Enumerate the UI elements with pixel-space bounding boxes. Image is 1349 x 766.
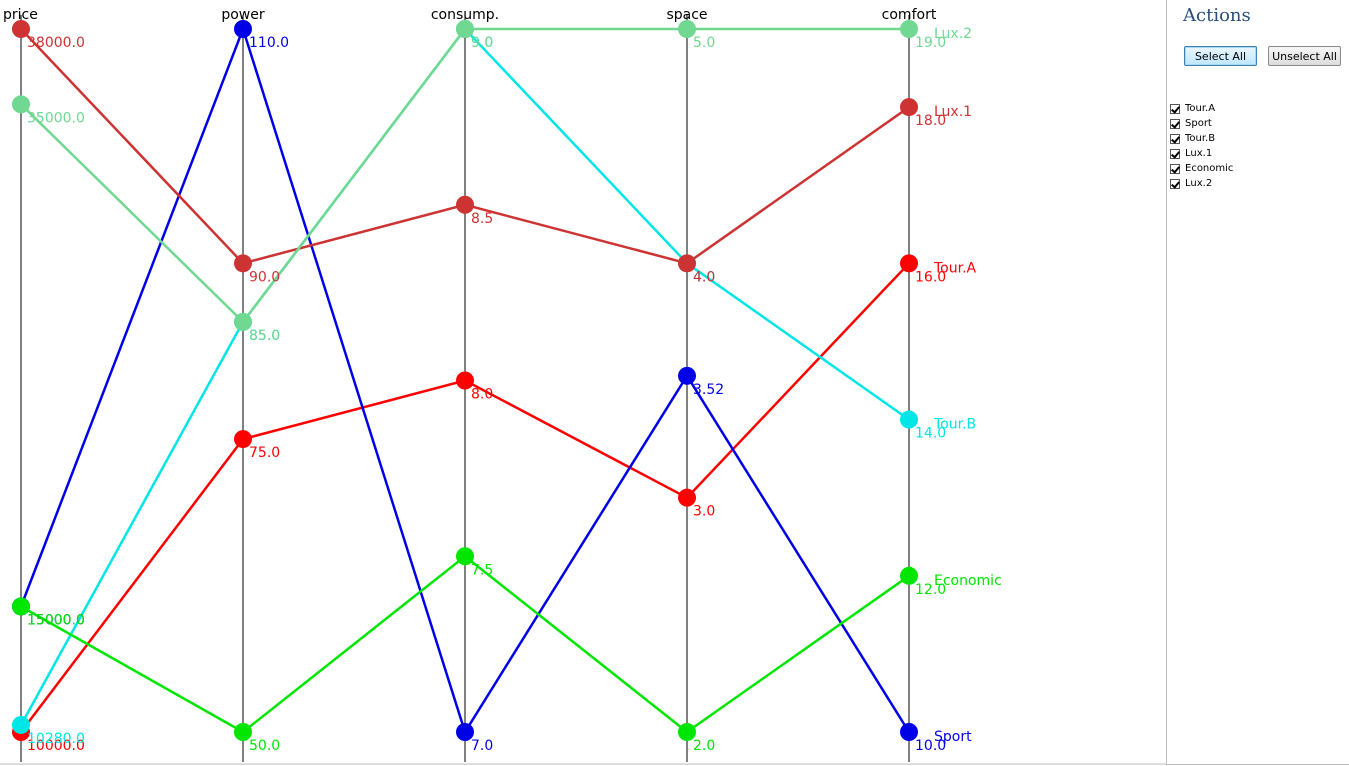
data-point-tour-a-consump[interactable] xyxy=(456,371,474,390)
data-point-lux-2-consump[interactable] xyxy=(456,20,474,38)
value-label-lux-1-consump: 8.5 xyxy=(471,211,493,227)
data-point-lux-1-power[interactable] xyxy=(234,254,252,273)
axis-title-power: power xyxy=(221,7,265,23)
data-point-lux-1-comfort[interactable] xyxy=(900,98,918,117)
series-name-label-economic: Economic xyxy=(934,573,1002,589)
value-label-economic-consump: 7.5 xyxy=(471,562,493,578)
series-toggle-tour-b[interactable]: Tour.B xyxy=(1170,131,1233,146)
axis-title-consump: consump. xyxy=(431,7,499,23)
data-point-sport-comfort[interactable] xyxy=(900,723,918,741)
data-point-tour-b-price[interactable] xyxy=(12,715,30,734)
value-label-sport-power: 110.0 xyxy=(249,35,289,51)
checkbox-checked-icon[interactable] xyxy=(1170,118,1180,129)
data-point-economic-price[interactable] xyxy=(12,597,30,616)
value-label-lux-2-consump: 9.0 xyxy=(471,35,493,51)
series-toggle-lux-1[interactable]: Lux.1 xyxy=(1170,146,1233,161)
series-toggle-label: Sport xyxy=(1185,118,1212,129)
value-label-lux-2-comfort: 19.0 xyxy=(915,35,946,51)
data-point-sport-consump[interactable] xyxy=(456,723,474,741)
checkbox-checked-icon[interactable] xyxy=(1170,148,1180,159)
data-point-economic-power[interactable] xyxy=(234,723,252,741)
series-toggle-sport[interactable]: Sport xyxy=(1170,116,1233,131)
actions-panel: Actions Select All Unselect All Tour.A S… xyxy=(1166,0,1349,765)
value-label-sport-price: 15000.0 xyxy=(27,612,85,628)
value-label-tour-a-price: 10000.0 xyxy=(27,738,85,754)
data-point-economic-consump[interactable] xyxy=(456,547,474,566)
data-point-tour-a-power[interactable] xyxy=(234,430,252,449)
value-label-sport-comfort: 10.0 xyxy=(915,738,946,754)
value-label-lux-2-power: 85.0 xyxy=(249,328,280,344)
checkbox-checked-icon[interactable] xyxy=(1170,103,1180,114)
value-label-lux-1-comfort: 18.0 xyxy=(915,113,946,129)
value-label-tour-b-comfort: 14.0 xyxy=(915,426,946,442)
axis-title-space: space xyxy=(666,7,707,23)
checkbox-checked-icon[interactable] xyxy=(1170,133,1180,144)
data-point-lux-2-comfort[interactable] xyxy=(900,20,918,38)
series-toggle-label: Lux.1 xyxy=(1185,148,1213,159)
value-label-lux-1-power: 90.0 xyxy=(249,269,280,285)
series-checkbox-list: Tour.A Sport Tour.B Lux.1 Economic Lux.2 xyxy=(1170,101,1233,191)
checkbox-checked-icon[interactable] xyxy=(1170,163,1180,174)
series-toggle-tour-a[interactable]: Tour.A xyxy=(1170,101,1233,116)
series-toggle-lux-2[interactable]: Lux.2 xyxy=(1170,176,1233,191)
data-point-tour-a-comfort[interactable] xyxy=(900,254,918,273)
value-label-sport-space: 3.52 xyxy=(693,382,724,398)
value-label-tour-a-comfort: 16.0 xyxy=(915,269,946,285)
select-all-button[interactable]: Select All xyxy=(1184,46,1257,66)
data-point-lux-2-power[interactable] xyxy=(234,312,252,331)
series-toggle-economic[interactable]: Economic xyxy=(1170,161,1233,176)
series-name-label-lux-2: Lux.2 xyxy=(934,26,972,42)
value-label-lux-1-price: 38000.0 xyxy=(27,35,85,51)
series-toggle-label: Tour.A xyxy=(1185,103,1216,114)
value-label-tour-a-consump: 8.0 xyxy=(471,387,493,403)
data-point-sport-power[interactable] xyxy=(234,20,252,38)
series-name-label-tour-a: Tour.A xyxy=(933,260,977,276)
series-toggle-label: Lux.2 xyxy=(1185,178,1213,189)
value-label-economic-comfort: 12.0 xyxy=(915,582,946,598)
data-point-lux-1-consump[interactable] xyxy=(456,195,474,214)
axis-title-comfort: comfort xyxy=(882,7,937,23)
parallel-coordinates-chart: price power consump. space comfort 10000.0 75.… xyxy=(0,7,1166,765)
value-label-tour-a-space: 3.0 xyxy=(693,504,715,520)
data-point-lux-2-space[interactable] xyxy=(678,20,696,38)
data-point-economic-space[interactable] xyxy=(678,723,696,741)
data-point-lux-2-price[interactable] xyxy=(12,95,30,114)
value-label-sport-consump: 7.0 xyxy=(471,738,493,754)
value-label-economic-power: 50.0 xyxy=(249,738,280,754)
series-name-label-lux-1: Lux.1 xyxy=(934,104,972,120)
series-toggle-label: Tour.B xyxy=(1185,133,1216,144)
data-point-lux-1-space[interactable] xyxy=(678,254,696,273)
data-point-lux-1-price[interactable] xyxy=(12,20,30,38)
value-label-tour-b-price: 10280.0 xyxy=(27,731,85,747)
data-point-tour-a-space[interactable] xyxy=(678,488,696,507)
checkbox-checked-icon[interactable] xyxy=(1170,178,1180,189)
data-point-economic-comfort[interactable] xyxy=(900,566,918,585)
value-label-tour-a-power: 75.0 xyxy=(249,445,280,461)
data-point-tour-b-comfort[interactable] xyxy=(900,410,918,429)
series-toggle-label: Economic xyxy=(1185,163,1234,174)
panel-title: Actions xyxy=(1183,5,1251,26)
axis-title-price: price xyxy=(3,7,38,23)
value-label-lux-2-price: 35000.0 xyxy=(27,110,85,126)
value-label-tour-b-space: 4.0 xyxy=(693,269,715,285)
data-point-sport-space[interactable] xyxy=(678,366,696,385)
series-name-label-sport: Sport xyxy=(934,729,972,745)
chart-canvas: price power consump. space comfort 10000.0 75.… xyxy=(0,7,1166,765)
series-name-label-tour-b: Tour.B xyxy=(933,417,976,433)
value-label-lux-1-space: 4.0 xyxy=(693,269,715,285)
value-label-lux-2-space: 5.0 xyxy=(693,35,715,51)
value-label-economic-price: 15000.0 xyxy=(27,612,85,628)
value-label-economic-space: 2.0 xyxy=(693,738,715,754)
value-label-tour-b-power: 85.0 xyxy=(249,328,280,344)
unselect-all-button[interactable]: Unselect All xyxy=(1268,46,1341,66)
value-label-tour-b-consump: 9.0 xyxy=(471,35,493,51)
